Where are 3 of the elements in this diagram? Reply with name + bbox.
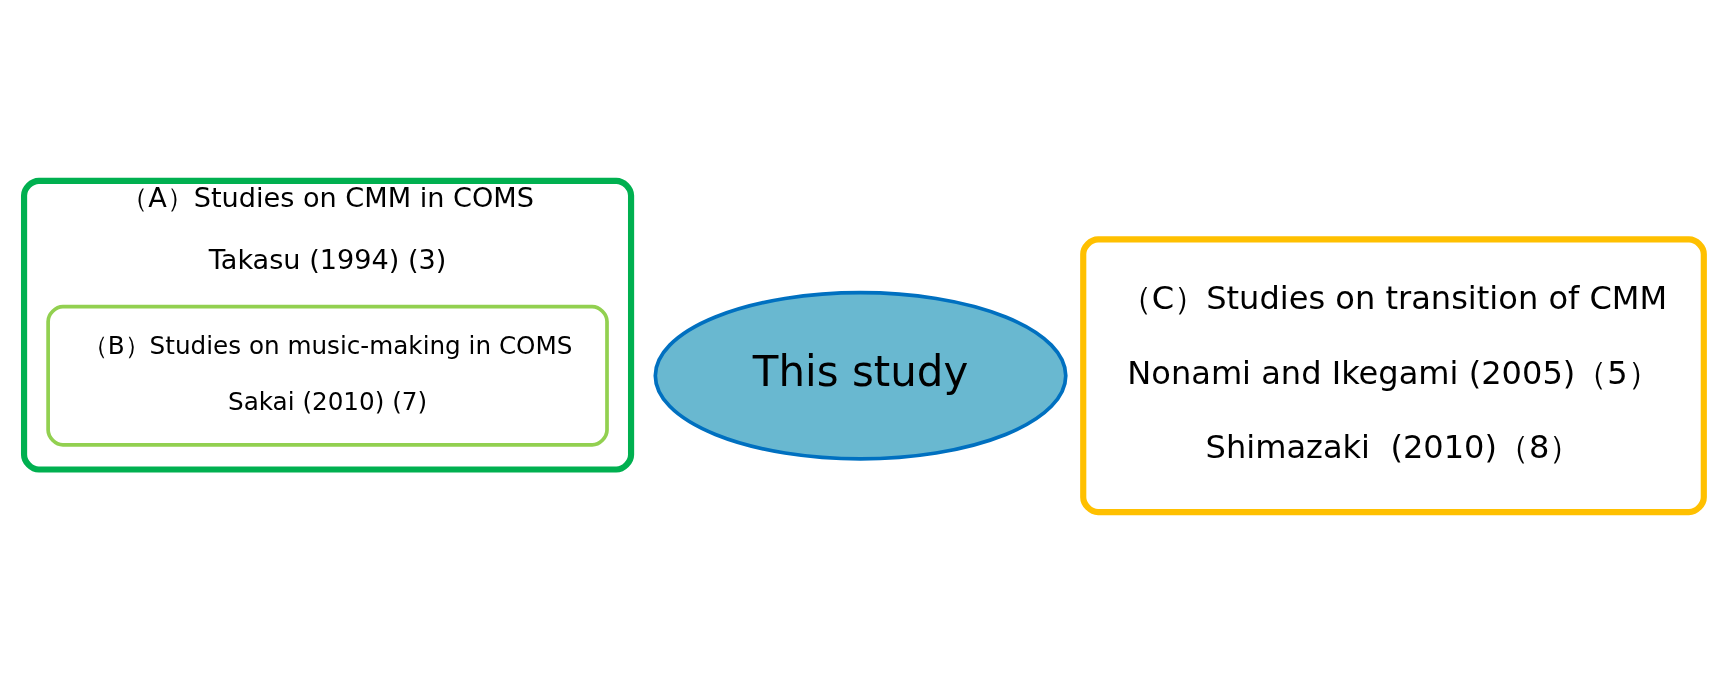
node-ellipse: This study	[653, 290, 1068, 461]
node-box: （C）Studies on transition of CMM Nonami and Ikegami (2005)（5） Shimazaki (2010)（8）	[1080, 235, 1707, 515]
node-box: （B）Studies on music-making in COMS Sakai (2010) (7)	[46, 304, 609, 447]
